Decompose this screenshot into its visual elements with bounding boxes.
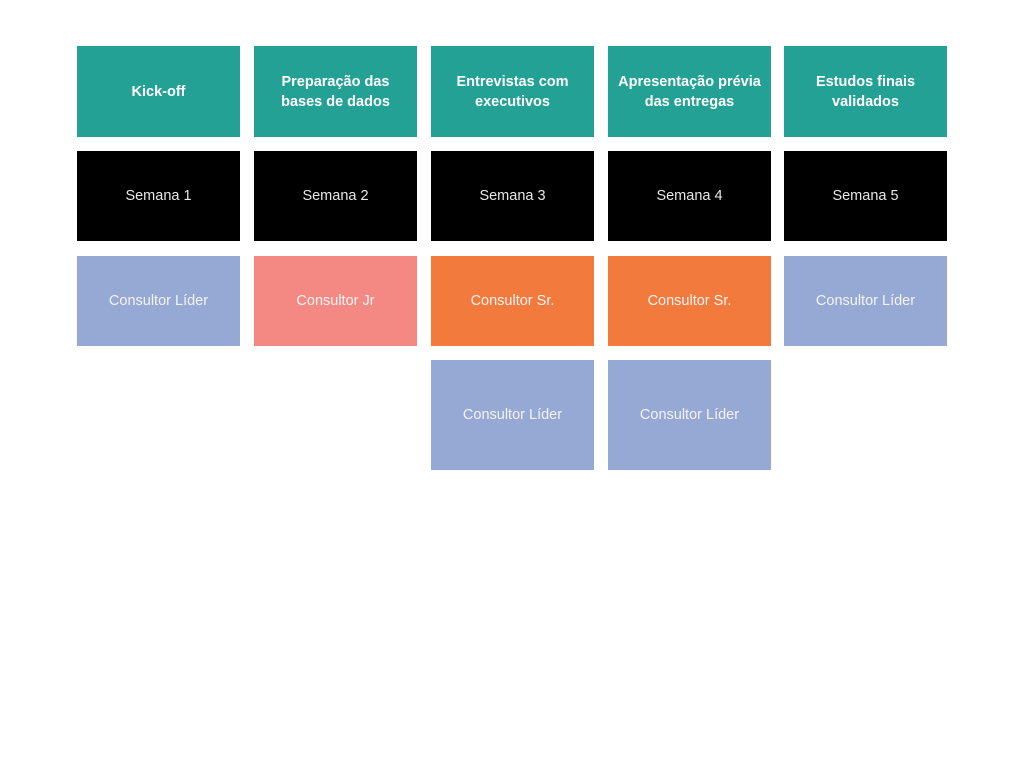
week-box: Semana 3 <box>431 151 594 241</box>
week-box: Semana 5 <box>784 151 947 241</box>
role-box: Consultor Líder <box>784 256 947 346</box>
phase-box: Entrevistas com executivos <box>431 46 594 137</box>
role-box: Consultor Jr <box>254 256 417 346</box>
week-box: Semana 4 <box>608 151 771 241</box>
role-box: Consultor Líder <box>431 360 594 470</box>
phase-box: Apresentação prévia das entregas <box>608 46 771 137</box>
week-box: Semana 2 <box>254 151 417 241</box>
phase-box: Estudos finais validados <box>784 46 947 137</box>
role-box: Consultor Líder <box>77 256 240 346</box>
role-box: Consultor Líder <box>608 360 771 470</box>
phase-box: Preparação das bases de dados <box>254 46 417 137</box>
role-box: Consultor Sr. <box>431 256 594 346</box>
phase-box: Kick-off <box>77 46 240 137</box>
week-box: Semana 1 <box>77 151 240 241</box>
role-box: Consultor Sr. <box>608 256 771 346</box>
